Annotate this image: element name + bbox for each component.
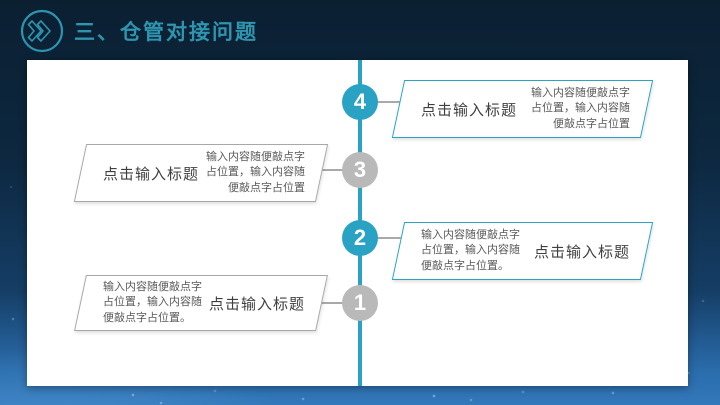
item-body-placeholder[interactable]: 输入内容随便敲点字占位置，输入内容随便敲点字占位置。 (103, 280, 202, 324)
item-body-placeholder[interactable]: 输入内容随便敲点字占位置，输入内容随便敲点字占位置 (531, 86, 630, 130)
timeline-item-2-content: 输入内容随便敲点字占位置，输入内容随便敲点字占位置。 点击输入标题 (399, 223, 646, 279)
slide-header: 三、仓管对接问题 (20, 9, 258, 53)
timeline-item-2[interactable]: 输入内容随便敲点字占位置，输入内容随便敲点字占位置。 点击输入标题 (391, 222, 654, 280)
timeline-item-3[interactable]: 点击输入标题 输入内容随便敲点字占位置，输入内容随便敲点字占位置 (73, 144, 329, 202)
timeline-item-3-content: 点击输入标题 输入内容随便敲点字占位置，输入内容随便敲点字占位置 (81, 145, 321, 201)
timeline-item-4-content: 点击输入标题 输入内容随便敲点字占位置，输入内容随便敲点字占位置 (399, 81, 646, 137)
item-title-placeholder[interactable]: 点击输入标题 (533, 243, 630, 261)
timeline-item-4[interactable]: 点击输入标题 输入内容随便敲点字占位置，输入内容随便敲点字占位置 (391, 80, 654, 138)
step-badge-4: 4 (342, 84, 378, 120)
timeline-item-1-content: 输入内容随便敲点字占位置，输入内容随便敲点字占位置。 点击输入标题 (81, 276, 321, 330)
step-badge-2: 2 (342, 220, 378, 256)
double-chevron-right-icon (20, 9, 64, 53)
connector-line (375, 237, 407, 239)
connector-line (313, 169, 345, 171)
step-badge-3: 3 (342, 152, 378, 188)
star-field (0, 0, 2, 2)
step-badge-1: 1 (342, 285, 378, 321)
connector-line (375, 101, 407, 103)
connector-line (313, 302, 345, 304)
item-title-placeholder[interactable]: 点击输入标题 (421, 101, 518, 119)
item-body-placeholder[interactable]: 输入内容随便敲点字占位置，输入内容随便敲点字占位置。 (421, 228, 520, 272)
item-body-placeholder[interactable]: 输入内容随便敲点字占位置，输入内容随便敲点字占位置 (206, 150, 305, 194)
slide-title: 三、仓管对接问题 (74, 21, 258, 44)
item-title-placeholder[interactable]: 点击输入标题 (103, 165, 200, 183)
timeline-item-1[interactable]: 输入内容随便敲点字占位置，输入内容随便敲点字占位置。 点击输入标题 (74, 275, 328, 331)
content-panel: 4 点击输入标题 输入内容随便敲点字占位置，输入内容随便敲点字占位置 3 点击输… (27, 60, 688, 386)
item-title-placeholder[interactable]: 点击输入标题 (208, 295, 305, 313)
